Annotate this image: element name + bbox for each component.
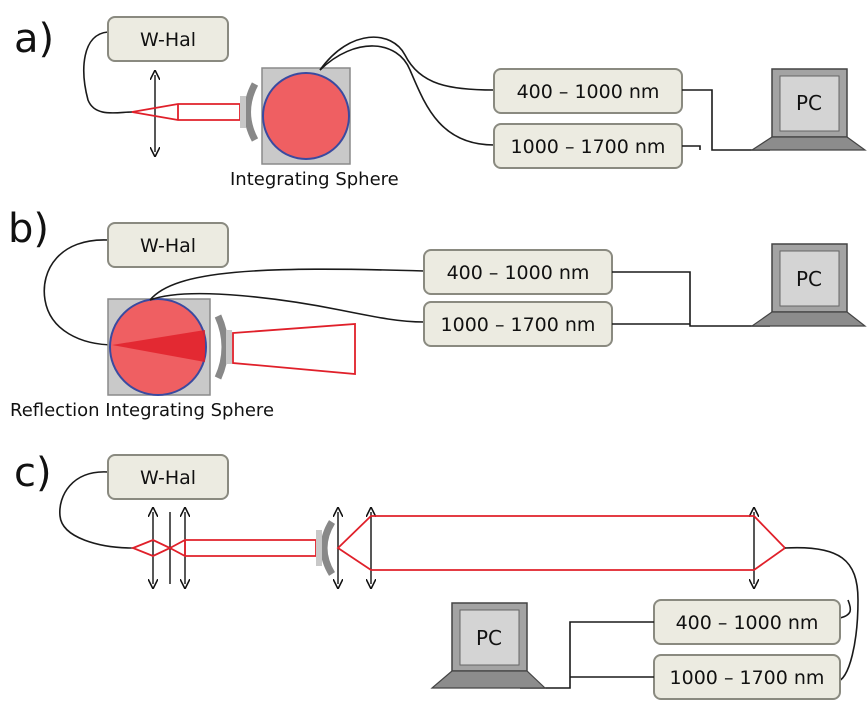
panel-b-sample-holder xyxy=(214,314,229,380)
panel-c-spectrometer-vis: 400 – 1000 nm xyxy=(653,599,841,645)
panel-a-cable-vis xyxy=(682,89,770,151)
panel-c-w-hal-label: W-Hal xyxy=(140,467,196,489)
panel-a-w-hal-label: W-Hal xyxy=(140,29,196,51)
panel-b-w-hal-box: W-Hal xyxy=(107,222,229,268)
panel-a-fiber-nir xyxy=(319,45,495,146)
panel-a: a) W-Hal Integrating Sphere 400 – 1000 n… xyxy=(14,16,867,190)
panel-b-beam xyxy=(232,323,356,375)
panel-c-cable-vis xyxy=(520,621,654,689)
panel-c-pc-icon xyxy=(430,602,547,689)
panel-a-pc-icon xyxy=(749,68,867,151)
panel-c-beam-collimated xyxy=(185,539,317,557)
panel-c-w-hal-box: W-Hal xyxy=(107,454,229,500)
panel-a-sample-holder xyxy=(244,82,259,142)
panel-c-spectrometer-nir: 1000 – 1700 nm xyxy=(653,654,841,700)
panel-c-label: c) xyxy=(14,450,52,496)
panel-c-fiber-vis xyxy=(839,599,852,619)
panel-b-spectrometer-nir: 1000 – 1700 nm xyxy=(423,301,613,347)
panel-a-spectrometer-vis-label: 400 – 1000 nm xyxy=(517,81,660,103)
panel-a-spectrometer-nir-label: 1000 – 1700 nm xyxy=(511,136,666,158)
panel-c-pc-label: PC xyxy=(476,626,502,650)
panel-c-beam-focus xyxy=(130,538,186,558)
panel-a-sample-mount xyxy=(240,96,246,128)
panel-a-fiber-vis xyxy=(319,36,495,91)
panel-b-caption: Reflection Integrating Sphere xyxy=(10,400,274,421)
panel-c: c) W-Hal 400 – 1000 nm 1000 xyxy=(14,450,859,700)
panel-b: b) W-Hal Reflection Integrating Sphere 4… xyxy=(8,206,867,421)
panel-a-w-hal-box: W-Hal xyxy=(107,16,229,62)
panel-a-caption: Integrating Sphere xyxy=(230,169,399,190)
panel-b-w-hal-label: W-Hal xyxy=(140,235,196,257)
panel-b-spectrometer-nir-label: 1000 – 1700 nm xyxy=(441,314,596,336)
panel-b-label: b) xyxy=(8,206,49,252)
panel-b-pc-icon xyxy=(750,243,867,327)
panel-c-sample-holder xyxy=(320,520,336,576)
panel-a-integrating-sphere xyxy=(261,67,351,165)
panel-b-cable-vis xyxy=(612,271,770,327)
panel-b-source-fiber xyxy=(43,239,116,346)
panel-a-source-fiber xyxy=(83,31,133,114)
panel-b-integrating-sphere xyxy=(107,298,211,396)
panel-a-cable-nir xyxy=(682,145,701,150)
panel-c-spectrometer-nir-label: 1000 – 1700 nm xyxy=(670,667,825,689)
panel-b-sample-mount xyxy=(226,330,232,364)
panel-b-pc-label: PC xyxy=(796,267,822,291)
panel-b-spectrometer-vis: 400 – 1000 nm xyxy=(423,249,613,295)
panel-b-fiber-vis xyxy=(149,268,425,301)
panel-c-beam-expanded xyxy=(336,515,787,571)
panel-c-sample-mount xyxy=(316,530,322,566)
panel-b-spectrometer-vis-label: 400 – 1000 nm xyxy=(447,262,590,284)
panel-c-source-fiber xyxy=(59,471,134,549)
panel-b-fiber-nir xyxy=(149,292,425,323)
panel-c-spectrometer-vis-label: 400 – 1000 nm xyxy=(676,612,819,634)
panel-a-spectrometer-nir: 1000 – 1700 nm xyxy=(493,123,683,169)
panel-c-output-fiber xyxy=(784,546,859,683)
panel-a-pc-label: PC xyxy=(796,91,822,115)
panel-a-spectrometer-vis: 400 – 1000 nm xyxy=(493,68,683,114)
panel-a-beam xyxy=(131,103,241,121)
panel-a-label: a) xyxy=(14,16,54,62)
